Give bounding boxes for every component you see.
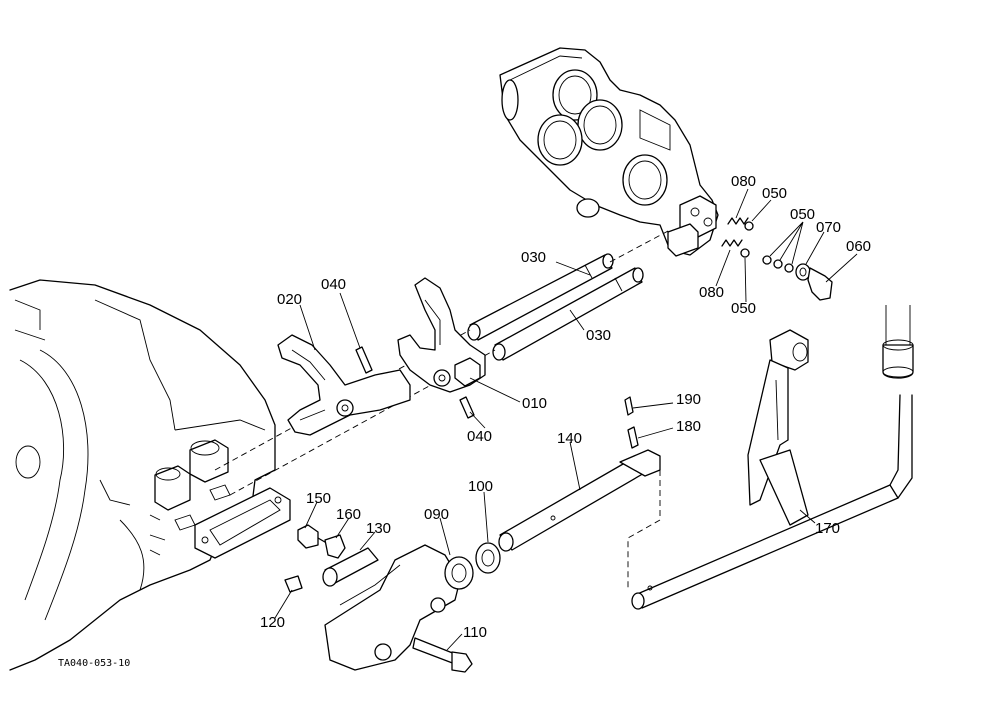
- callout-030-upper: 030: [521, 249, 546, 266]
- shift-rod-030-lower: [492, 267, 644, 361]
- callout-010: 010: [522, 395, 547, 412]
- pin-180: [627, 426, 639, 449]
- callout-060: 060: [846, 238, 871, 255]
- callout-160: 160: [336, 506, 361, 523]
- callout-110: 110: [463, 624, 487, 641]
- callout-labels: 080 050 050 070 060 030 080 050 030 020 …: [58, 173, 871, 669]
- shift-fork-010: [397, 277, 486, 393]
- plug-bolt-060: [807, 267, 833, 301]
- callout-190: 190: [676, 391, 701, 408]
- detent-ball-050-b1: [762, 255, 772, 265]
- shift-plate-bracket: [499, 47, 719, 257]
- callout-150: 150: [306, 490, 331, 507]
- callout-090: 090: [424, 506, 449, 523]
- callout-050-balls: 050: [790, 206, 815, 223]
- detent-ball-050-b3: [784, 263, 794, 273]
- callout-070: 070: [816, 219, 841, 236]
- callout-050-upper: 050: [762, 185, 787, 202]
- shift-lever-170: [631, 305, 914, 610]
- callout-130: 130: [366, 520, 391, 537]
- transmission-case: [9, 279, 276, 671]
- callout-050-lower: 050: [731, 300, 756, 317]
- dowel-120: [284, 575, 303, 593]
- shaft-130: [322, 547, 379, 587]
- shift-housing-090: [324, 544, 474, 671]
- callout-080-lower: 080: [699, 284, 724, 301]
- leader-lines: [274, 188, 858, 651]
- pin-190: [624, 396, 634, 416]
- shift-rod-030-upper: [467, 253, 614, 341]
- drawing-code: TA040-053-10: [58, 658, 130, 669]
- shift-shaft-140: [498, 449, 661, 590]
- gasket-plate: [194, 487, 291, 559]
- callout-040-upper: 040: [321, 276, 346, 293]
- shift-fork-020: [277, 334, 411, 436]
- callout-030-lower: 030: [586, 327, 611, 344]
- axis-line-rod-end: [609, 229, 671, 263]
- callout-140: 140: [557, 430, 582, 447]
- detent-ball-050-lower: [740, 248, 750, 258]
- bolt-150: [297, 524, 331, 549]
- detent-springs-balls: [721, 217, 833, 301]
- callout-100: 100: [468, 478, 493, 495]
- callout-020: 020: [277, 291, 302, 308]
- detent-spring-080-lower: [721, 239, 743, 247]
- callout-040-lower: 040: [467, 428, 492, 445]
- lock-plate-160: [324, 534, 346, 559]
- bolt-110: [412, 637, 473, 673]
- detent-ball-050-upper: [744, 221, 754, 231]
- bearing-100: [475, 542, 501, 574]
- spring-pin-040-upper: [355, 346, 373, 374]
- detent-spring-080-upper: [727, 217, 749, 225]
- callout-120: 120: [260, 614, 285, 631]
- callout-180: 180: [676, 418, 701, 435]
- callout-170: 170: [815, 520, 840, 537]
- callout-080-upper: 080: [731, 173, 756, 190]
- detent-ball-050-b2: [773, 259, 783, 269]
- spring-pin-040-lower: [459, 396, 475, 419]
